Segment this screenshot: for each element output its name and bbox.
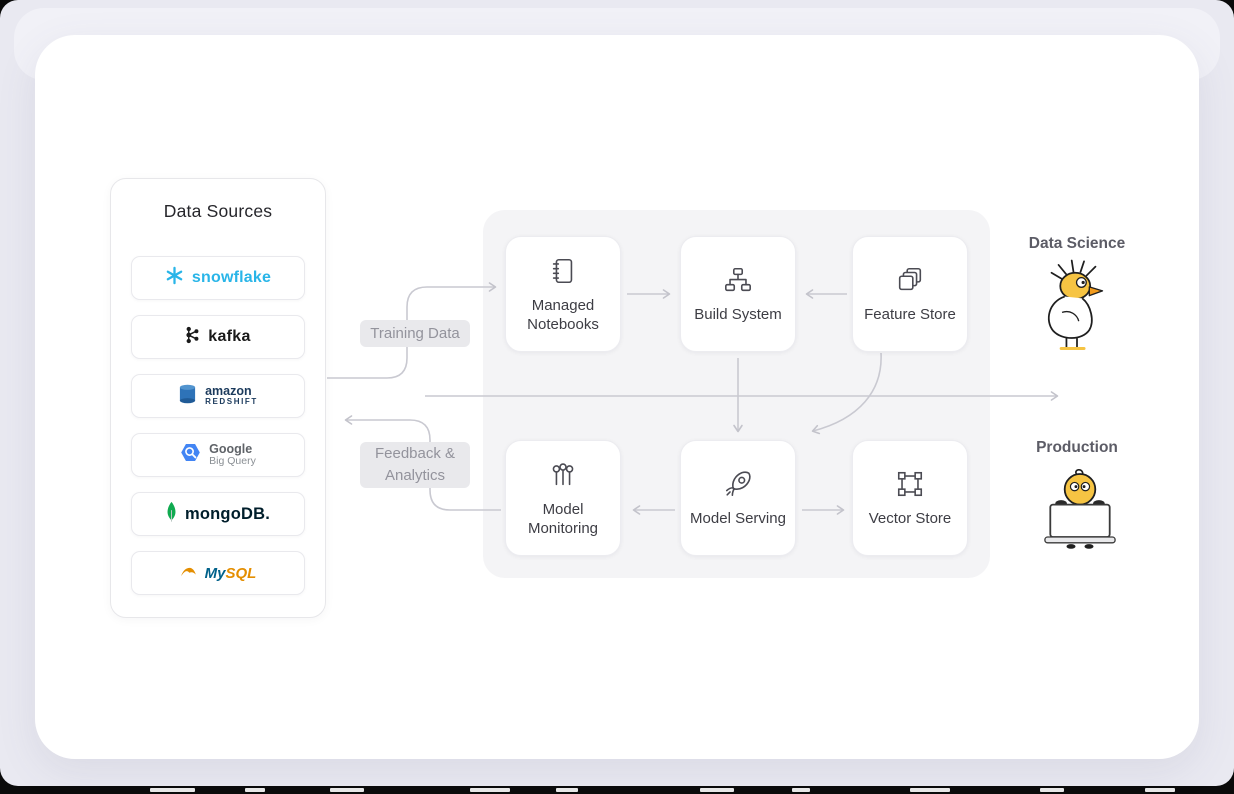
node-label: Build System [694,306,782,324]
redshift-label-amazon: amazon [205,384,252,399]
duck-laptop-icon [1035,465,1125,560]
training-data-label: Training Data [360,320,470,347]
node-label: Model Monitoring [527,500,599,538]
redshift-icon [178,383,197,410]
production-label: Production [1036,439,1118,456]
node-model-serving: Model Serving [680,440,796,556]
workflow-icon [723,263,753,297]
data-sources-panel: Data Sources snowflake [110,178,326,618]
mongodb-label: mongoDB. [184,504,270,523]
data-source-mysql: MySQL [131,551,305,595]
bigquery-label: Google Big Query [209,441,256,468]
bigquery-label-google: Google [209,441,253,456]
diagram-card: Data Sources snowflake [35,35,1199,759]
data-sources-title: Data Sources [163,201,273,221]
redshift-label-redshift: REDSHIFT [205,397,258,407]
mysql-label-my: My [204,564,226,582]
data-source-kafka: kafka [131,315,305,359]
data-science-label: Data Science [1028,235,1126,252]
node-vector-store: Vector Store [852,440,968,556]
mysql-label: MySQL [205,565,257,582]
vector-frame-icon [895,467,925,501]
layers-icon [895,263,925,297]
mysql-dolphin-icon [180,564,197,582]
node-build-system: Build System [680,236,796,352]
duck-scientist-icon [1033,257,1121,364]
feedback-analytics-label: Feedback & Analytics [360,442,470,488]
kafka-icon [185,325,200,350]
data-source-google-bigquery: Google Big Query [131,433,305,477]
redshift-label: amazon REDSHIFT [205,385,258,407]
metrics-icon [548,458,578,492]
mongodb-leaf-icon [166,501,177,528]
snowflake-label: snowflake [191,269,272,286]
node-feature-store: Feature Store [852,236,968,352]
snowflake-icon [165,266,184,290]
node-label: Feature Store [864,306,956,324]
data-sources-list: snowflake [131,256,305,595]
node-label: Managed Notebooks [527,296,599,334]
bigquery-label-bigquery: Big Query [209,455,256,468]
data-source-snowflake: snowflake [131,256,305,300]
node-model-monitoring: Model Monitoring [505,440,621,556]
notebook-icon [548,254,578,288]
node-label: Vector Store [868,510,952,528]
mysql-label-sql: SQL [225,564,257,582]
data-source-mongodb: mongoDB. [131,492,305,536]
node-managed-notebooks: Managed Notebooks [505,236,621,352]
bigquery-icon [180,443,201,467]
kafka-label: kafka [208,328,251,345]
node-label: Model Serving [690,510,786,528]
background-window-glimpse [0,786,1234,794]
data-source-amazon-redshift: amazon REDSHIFT [131,374,305,418]
rocket-icon [723,467,753,501]
